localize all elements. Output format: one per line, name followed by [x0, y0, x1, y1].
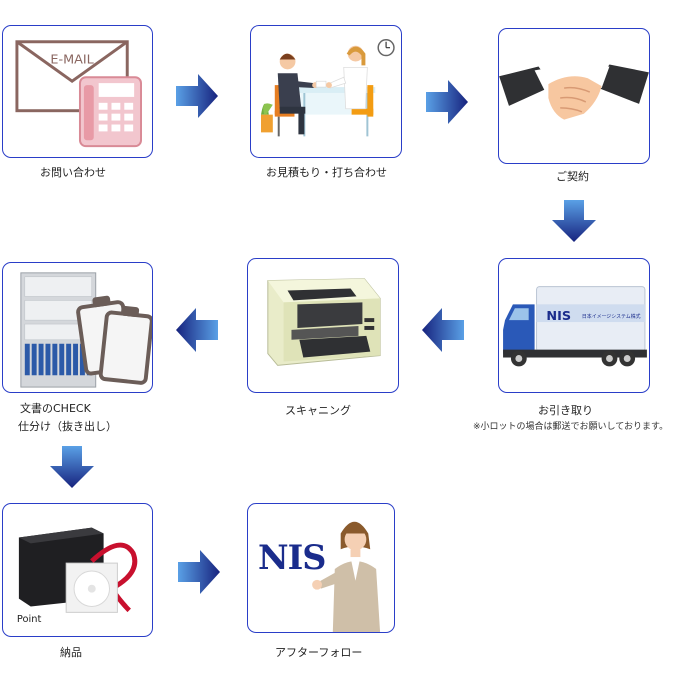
email-phone-icon: E-MAIL	[15, 40, 143, 148]
file-cabinet-illustration	[20, 272, 152, 388]
step-scanning-card	[247, 258, 399, 393]
step-contract-label: ご契約	[556, 170, 589, 183]
delivery-illustration: Point	[17, 527, 138, 625]
arrow-right-icon	[176, 74, 218, 118]
arrow-down-icon	[552, 200, 596, 242]
step-meeting-label: お見積もり・打ち合わせ	[266, 166, 387, 179]
step-pickup-label: お引き取り	[538, 404, 593, 417]
step-followup-card: NIS	[247, 503, 395, 633]
step-delivery-card: Point	[2, 503, 153, 637]
arrow-left-icon	[176, 308, 218, 352]
scanner-illustration	[267, 278, 381, 366]
product-text: Point	[17, 614, 42, 625]
logo-text: NIS	[258, 538, 325, 577]
truck-illustration: NIS 日本イメージシステム株式	[503, 286, 647, 367]
step-inquiry-card: E-MAIL	[2, 25, 153, 158]
step-meeting-card	[250, 25, 402, 158]
handshake-illustration	[499, 64, 649, 120]
arrow-left-icon	[422, 308, 464, 352]
step-inquiry-label: お問い合わせ	[40, 166, 106, 179]
step-scanning-label: スキャニング	[285, 404, 351, 417]
step-check-label-line1: 文書のCHECK	[20, 402, 91, 415]
step-check-card	[2, 262, 153, 393]
truck-logo-text: NIS	[546, 309, 571, 324]
step-contract-card	[498, 28, 650, 164]
truck-sub-text: 日本イメージシステム株式	[582, 313, 641, 320]
arrow-right-icon	[426, 80, 468, 124]
meeting-illustration	[260, 39, 395, 137]
email-text: E-MAIL	[50, 52, 94, 67]
step-pickup-card: NIS 日本イメージシステム株式	[498, 258, 650, 393]
step-delivery-label: 納品	[60, 646, 82, 659]
arrow-down-icon	[50, 446, 94, 488]
arrow-right-icon	[178, 550, 220, 594]
followup-illustration: NIS	[258, 521, 381, 632]
step-pickup-note: ※小ロットの場合は郵送でお願いしております。	[473, 422, 669, 432]
step-followup-label: アフターフォロー	[275, 646, 363, 659]
step-check-label-line2: 仕分け（抜き出し）	[18, 420, 117, 433]
